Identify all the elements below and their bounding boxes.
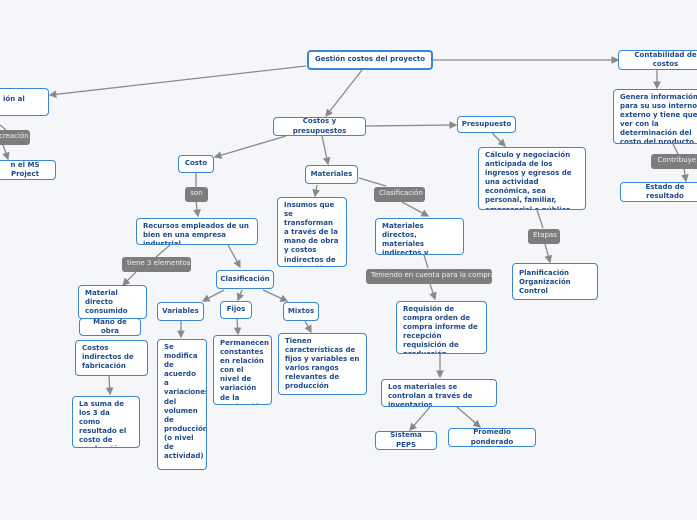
node-materiales-directos[interactable]: Materiales directos, materiales indirect… [375,218,464,255]
node-costo[interactable]: Costo [178,155,214,173]
edge-mixtos-desc [304,320,312,334]
label-clasificacion: Clasificación [374,187,425,202]
node-estado-resultado[interactable]: Estado de resultado [620,182,697,202]
edge-clasif-fijos [236,289,245,302]
edge-materiales-insumos [312,184,320,198]
edge-materiales-clasif [358,177,387,187]
edge-creacion-ms [2,144,10,161]
edge-son-recursos [193,201,201,218]
node-mixtos[interactable]: Mixtos [283,302,319,321]
node-fijos[interactable]: Fijos [220,301,252,319]
node-presupuesto-desc[interactable]: Cálculo y negociación anticipada de los … [478,147,586,210]
label-son: son [185,187,208,202]
edge-etapas-plan [544,243,553,264]
root-node[interactable]: Gestión costos del proyecto [307,50,433,70]
edge-costos-materiales [321,135,331,166]
edge-clasif-variables [201,289,225,302]
node-variables[interactable]: Variables [157,302,204,321]
node-insumos[interactable]: Insumos que se transforman a través de l… [277,197,347,267]
edge-left-creacion [0,124,7,131]
label-creacion: creación [0,130,30,145]
node-materiales[interactable]: Materiales [305,165,358,184]
node-promedio[interactable]: Promedio ponderado [448,428,536,447]
node-peps[interactable]: Sistema PEPS [375,431,437,450]
node-presupuesto[interactable]: Presupuesto [457,116,516,133]
label-tiene-3: tiene 3 elementos [122,257,191,272]
edge-costos-presupuesto [365,121,458,129]
node-mano-obra[interactable]: Mano de obra [79,318,141,336]
label-teniendo: Teniendo en cuenta para la compra [366,269,495,284]
edge-recursos-clasif [227,244,241,269]
node-costos-indirectos[interactable]: Costos indirectos de fabricación [75,340,148,376]
node-contabilidad-desc[interactable]: Genera información para su uso interno y… [613,89,697,144]
edge-fijos-desc [233,318,242,336]
edge-teniendo-req [429,283,437,301]
edge-desc-contribuye [672,143,679,155]
node-mixtos-desc[interactable]: Tienen características de fijos y variab… [278,333,367,395]
node-costos-presupuestos[interactable]: Costos y presupuestos [273,117,366,136]
node-suma[interactable]: La suma de los 3 da como resultado el co… [72,396,140,448]
node-fijos-desc[interactable]: Permanecen constantes en relación con el… [213,335,272,405]
node-requisicion[interactable]: Requisión de compra orden de compra info… [396,301,487,354]
node-material-directo[interactable]: Material directo consumido [78,285,147,319]
node-contabilidad[interactable]: Contabilidad de costos [618,50,697,70]
node-ms-project[interactable]: n el MS Project [0,160,56,180]
edge-costos-costo [213,135,287,159]
node-variables-desc[interactable]: Se modifica de acuerdo a variaciones del… [157,339,207,470]
edge-root-left [48,65,307,99]
edge-controlan-prom [456,406,481,428]
node-planificacion[interactable]: Planificación Organización Control [512,263,598,300]
node-recursos[interactable]: Recursos empleados de un bien en una emp… [136,218,258,245]
edge-presupuesto-desc [491,132,506,147]
node-clasificacion[interactable]: Clasificación [216,270,274,289]
edge-presup-etapas [536,209,544,229]
edge-recursos-tiene [155,244,171,258]
label-contribuye: Contribuye al [651,154,697,169]
edge-controlan-peps [409,406,431,431]
label-etapas: Etapas [528,229,560,244]
edge-costos-suma [105,375,114,396]
node-left-partial[interactable]: ión al [0,88,49,116]
edge-tiene-material [122,271,137,286]
node-controlan[interactable]: Los materiales se controlan a través de … [381,379,497,407]
edge-clasif-mixtos [262,289,289,302]
edge-clasif-mat [401,201,430,217]
edge-root-costos [325,69,363,118]
edge-mat-teniendo [423,254,429,269]
edge-contribuye-estado [681,168,689,183]
